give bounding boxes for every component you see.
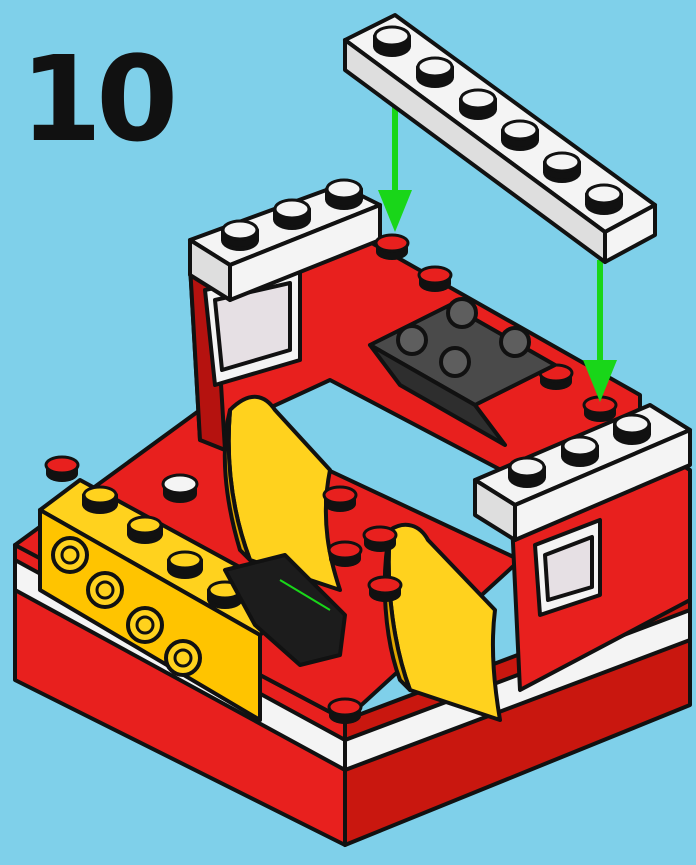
- white-1x6-plate-new: [345, 15, 655, 262]
